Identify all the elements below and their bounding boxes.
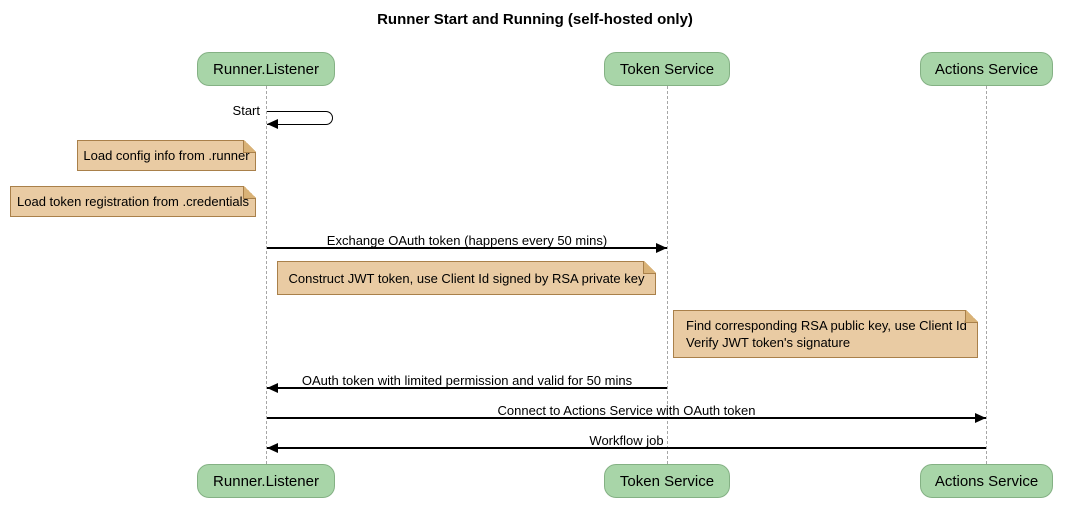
participant-runner-listener-top: Runner.Listener xyxy=(197,52,335,86)
lifeline-actions-service xyxy=(986,86,987,464)
arrowhead-left-icon xyxy=(267,443,278,453)
arrowhead-right-icon xyxy=(975,413,986,423)
note-fold-icon xyxy=(643,261,656,274)
participant-actions-service-top: Actions Service xyxy=(920,52,1053,86)
lifeline-token-service xyxy=(667,86,668,464)
participant-actions-service-bottom: Actions Service xyxy=(920,464,1053,498)
note-text: Construct JWT token, use Client Id signe… xyxy=(288,270,645,286)
note-text-line: Verify JWT token's signature xyxy=(686,335,851,350)
arrowhead-right-icon xyxy=(656,243,667,253)
message-line-exchange-oauth xyxy=(267,247,667,249)
note-text: Load config info from .runner xyxy=(83,148,250,163)
note-construct-jwt: Construct JWT token, use Client Id signe… xyxy=(277,261,656,295)
note-load-token-registration: Load token registration from .credential… xyxy=(10,186,256,217)
message-line-oauth-return xyxy=(267,387,667,389)
note-fold-icon xyxy=(243,186,256,199)
diagram-title: Runner Start and Running (self-hosted on… xyxy=(377,11,693,28)
message-label-oauth-return: OAuth token with limited permission and … xyxy=(301,373,633,388)
note-text: Load token registration from .credential… xyxy=(17,194,249,209)
note-verify-jwt: Find corresponding RSA public key, use C… xyxy=(673,310,978,358)
note-fold-icon xyxy=(243,140,256,153)
message-label-exchange-oauth: Exchange OAuth token (happens every 50 m… xyxy=(326,233,608,248)
lifeline-runner-listener xyxy=(266,86,267,464)
note-load-config: Load config info from .runner xyxy=(77,140,256,171)
arrowhead-left-icon xyxy=(267,119,278,129)
arrowhead-left-icon xyxy=(267,383,278,393)
note-text: Find corresponding RSA public key, use C… xyxy=(686,317,967,351)
participant-token-service-bottom: Token Service xyxy=(604,464,730,498)
participant-token-service-top: Token Service xyxy=(604,52,730,86)
note-text-line: Find corresponding RSA public key, use C… xyxy=(686,318,967,333)
message-line-connect-actions xyxy=(267,417,986,419)
message-label-workflow-job: Workflow job xyxy=(589,433,664,448)
note-fold-icon xyxy=(965,310,978,323)
message-label-start: Start xyxy=(232,103,260,118)
message-line-workflow-job xyxy=(267,447,986,449)
message-label-connect-actions: Connect to Actions Service with OAuth to… xyxy=(497,403,756,418)
participant-runner-listener-bottom: Runner.Listener xyxy=(197,464,335,498)
self-message-loop xyxy=(267,111,333,125)
